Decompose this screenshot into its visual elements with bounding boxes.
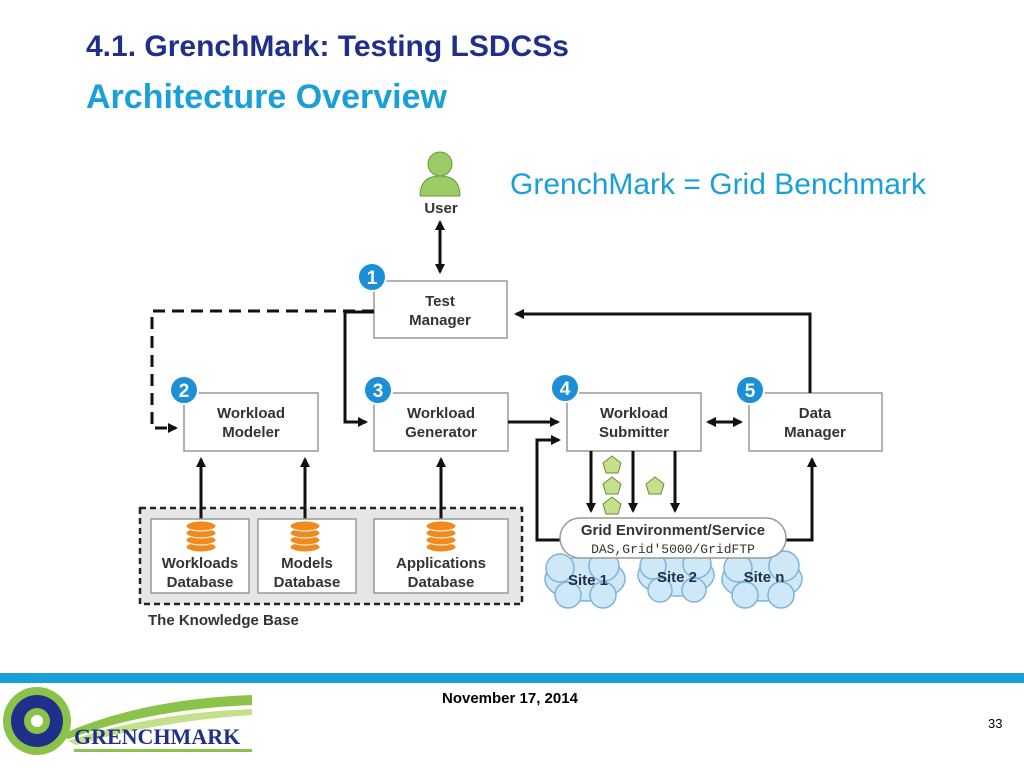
architecture-diagram: User Test Manager 1 Workload Modeler 2 W…: [138, 151, 883, 629]
workload-generator-line2: Generator: [405, 424, 477, 441]
database-icon: [185, 520, 217, 553]
svg-text:3: 3: [373, 381, 384, 402]
models-db-line2: Database: [274, 574, 341, 591]
sun-emblem-icon: [3, 687, 71, 755]
badge-2: 2: [169, 375, 199, 405]
applications-db-line2: Database: [408, 574, 475, 591]
workloads-db-line1: Workloads: [162, 555, 238, 572]
grid-environment-title: Grid Environment/Service: [581, 522, 765, 539]
workload-submitter-line2: Submitter: [599, 424, 669, 441]
data-manager-box: Data Manager: [748, 392, 883, 452]
workload-modeler-line2: Modeler: [222, 424, 280, 441]
test-manager-line1: Test: [425, 293, 455, 310]
database-icon: [425, 520, 457, 553]
svg-text:4: 4: [560, 379, 571, 400]
site-n-label: Site n: [744, 569, 785, 586]
site-1-label: Site 1: [568, 572, 608, 589]
workload-submitter-line1: Workload: [600, 405, 668, 422]
grenchmark-logo: GRENCHMARK: [3, 687, 252, 755]
slide-subtitle: GrenchMark = Grid Benchmark: [510, 168, 926, 201]
footer-divider-bar: [0, 673, 1024, 683]
test-manager-line2: Manager: [409, 312, 471, 329]
page-number: 33: [988, 716, 1003, 731]
workload-generator-line1: Workload: [407, 405, 475, 422]
testmanager-modeler-dashed-arrow: [150, 309, 374, 433]
slide-title-line1: 4.1. GrenchMark: Testing LSDCSs: [86, 30, 569, 63]
site-2-label: Site 2: [657, 569, 697, 586]
models-database-box: Models Database: [257, 518, 357, 594]
models-db-line1: Models: [281, 555, 333, 572]
badge-3: 3: [363, 375, 393, 405]
workload-generator-box: Workload Generator: [373, 392, 509, 452]
svg-text:2: 2: [179, 381, 190, 402]
grid-environment-box: Grid Environment/Service DAS,Grid'5000/G…: [559, 517, 787, 559]
workloads-database-box: Workloads Database: [150, 518, 250, 594]
badge-4: 4: [550, 373, 580, 403]
datamanager-testmanager-arrow: [514, 309, 812, 393]
workloads-db-line2: Database: [167, 574, 234, 591]
footer-date: November 17, 2014: [442, 690, 578, 707]
testmanager-generator-arrow: [343, 310, 374, 427]
workload-modeler-line1: Workload: [217, 405, 285, 422]
data-manager-line1: Data: [799, 405, 832, 422]
knowledge-base-label: The Knowledge Base: [148, 612, 299, 629]
logo-text: GRENCHMARK: [74, 724, 240, 749]
badge-5: 5: [735, 375, 765, 405]
grid-environment-subtitle: DAS,Grid'5000/GridFTP: [591, 542, 755, 557]
svg-text:5: 5: [745, 381, 756, 402]
user-label: User: [424, 200, 458, 217]
badge-1: 1: [357, 262, 387, 292]
grid-submitter-return-arrow: [535, 435, 570, 542]
applications-database-box: Applications Database: [373, 518, 509, 594]
applications-db-line1: Applications: [396, 555, 486, 572]
workload-submitter-box: Workload Submitter: [566, 392, 702, 452]
svg-text:1: 1: [367, 268, 378, 289]
job-pentagon-icons: [602, 455, 665, 515]
user-icon: [419, 151, 461, 197]
database-icon: [289, 520, 321, 553]
grid-datamanager-arrow: [785, 457, 817, 542]
workload-modeler-box: Workload Modeler: [183, 392, 319, 452]
test-manager-box: Test Manager: [373, 280, 508, 339]
site-n-cloud: [721, 550, 803, 609]
data-manager-line2: Manager: [784, 424, 846, 441]
slide-title-line2: Architecture Overview: [86, 78, 447, 116]
